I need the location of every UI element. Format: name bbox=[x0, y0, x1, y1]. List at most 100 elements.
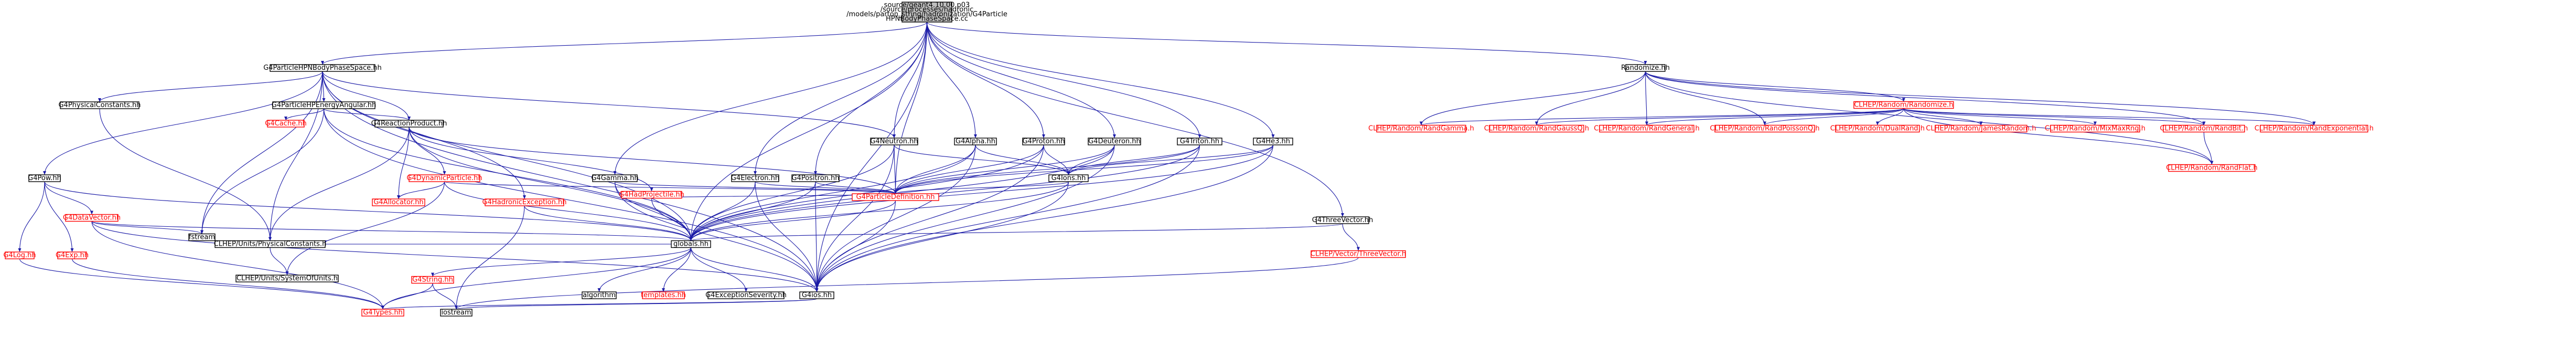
node-algorithm[interactable]: algorithm bbox=[582, 291, 617, 299]
node-box[interactable] bbox=[731, 174, 779, 182]
node-box[interactable] bbox=[1853, 101, 1954, 109]
node-box[interactable] bbox=[642, 291, 685, 299]
node-box[interactable] bbox=[592, 174, 638, 182]
node-jamesrand[interactable]: CLHEP/Random/JamesRandom.h bbox=[1926, 125, 2036, 133]
node-randgaussq[interactable]: CLHEP/Random/RandGaussQ.h bbox=[1484, 125, 1589, 133]
node-box[interactable] bbox=[1048, 174, 1089, 182]
node-g4deuteron[interactable]: G4Deuteron.hh bbox=[1088, 138, 1141, 145]
node-g4string[interactable]: G4String.hh bbox=[411, 276, 454, 284]
node-box[interactable] bbox=[1625, 64, 1666, 72]
node-box[interactable] bbox=[1311, 250, 1406, 258]
node-hadproj[interactable]: G4HadProjectile.hh bbox=[619, 191, 684, 199]
node-g4triton[interactable]: G4Triton.hh bbox=[1177, 138, 1222, 145]
node-g4datavector[interactable]: G4DataVector.hh bbox=[63, 214, 121, 222]
node-reaction[interactable]: G4ReactionProduct.hh bbox=[371, 120, 447, 128]
node-box[interactable] bbox=[1935, 124, 2027, 133]
node-box[interactable] bbox=[1088, 138, 1141, 145]
node-box[interactable] bbox=[235, 275, 339, 282]
node-box[interactable] bbox=[65, 214, 119, 222]
node-dualrand[interactable]: CLHEP/Random/DualRand.h bbox=[1830, 125, 1925, 133]
node-randgeneral[interactable]: CLHEP/Random/RandGeneral.h bbox=[1594, 125, 1700, 133]
node-box[interactable] bbox=[1835, 124, 1920, 133]
node-box[interactable] bbox=[188, 233, 216, 242]
node-box[interactable] bbox=[954, 138, 997, 145]
node-clhep_sysunits[interactable]: CLHEP/Units/SystemOfUnits.h bbox=[235, 275, 339, 282]
node-g4he3[interactable]: G4He3.hh bbox=[1253, 138, 1293, 145]
node-box[interactable] bbox=[272, 101, 375, 109]
node-box[interactable] bbox=[1253, 138, 1293, 145]
node-box[interactable] bbox=[2163, 124, 2245, 133]
node-physconst[interactable]: G4PhysicalConstants.hh bbox=[58, 101, 141, 109]
node-box[interactable] bbox=[267, 120, 305, 128]
node-box[interactable] bbox=[901, 2, 952, 23]
node-iostream[interactable]: iostream bbox=[440, 309, 473, 317]
node-threevector[interactable]: G4ThreeVector.hh bbox=[1312, 216, 1373, 224]
node-box[interactable] bbox=[799, 291, 834, 299]
node-randbit[interactable]: CLHEP/Random/RandBit.h bbox=[2160, 125, 2248, 133]
node-allocator[interactable]: G4Allocator.hh bbox=[372, 198, 425, 206]
node-clhep_threevec[interactable]: CLHEP/Vector/ThreeVector.h bbox=[1311, 250, 1406, 258]
node-box[interactable] bbox=[361, 309, 404, 317]
node-box[interactable] bbox=[60, 101, 139, 109]
node-g4neutron[interactable]: G4Neutron.hh bbox=[870, 138, 918, 145]
node-partdef[interactable]: G4ParticleDefinition.hh bbox=[852, 193, 939, 201]
node-box[interactable] bbox=[621, 191, 682, 199]
node-box[interactable] bbox=[2260, 124, 2368, 133]
node-box[interactable] bbox=[707, 291, 785, 299]
node-box[interactable] bbox=[1022, 138, 1065, 145]
node-box[interactable] bbox=[374, 120, 444, 128]
node-randexp[interactable]: CLHEP/Random/RandExponential.h bbox=[2255, 125, 2374, 133]
node-clhep_random[interactable]: CLHEP/Random/Randomize.h bbox=[1853, 101, 1954, 109]
node-box[interactable] bbox=[485, 198, 564, 206]
node-box[interactable] bbox=[1316, 216, 1369, 224]
node-box[interactable] bbox=[57, 251, 87, 259]
node-box[interactable] bbox=[372, 198, 425, 206]
node-templates[interactable]: templates.hh bbox=[641, 291, 686, 299]
node-globals[interactable]: globals.hh bbox=[671, 240, 711, 248]
node-box[interactable] bbox=[582, 291, 617, 299]
node-randomize[interactable]: Randomize.hh bbox=[1621, 64, 1670, 72]
node-g4alpha[interactable]: G4Alpha.hh bbox=[954, 138, 997, 145]
node-g4ions[interactable]: G4Ions.hh bbox=[1048, 174, 1089, 182]
node-box[interactable] bbox=[440, 309, 473, 317]
node-box[interactable] bbox=[870, 138, 918, 145]
node-g4proton[interactable]: G4Proton.hh bbox=[1022, 138, 1065, 145]
node-box[interactable] bbox=[1376, 124, 1466, 133]
node-box[interactable] bbox=[2050, 124, 2140, 133]
node-box[interactable] bbox=[2168, 164, 2256, 172]
node-randpoissonq[interactable]: CLHEP/Random/RandPoissonQ.h bbox=[1710, 125, 1819, 133]
node-mixmax[interactable]: CLHEP/Random/MixMaxRng.h bbox=[2045, 125, 2145, 133]
node-box[interactable] bbox=[852, 193, 939, 201]
node-energyangular[interactable]: G4ParticleHPEnergyAngular.hh bbox=[272, 101, 376, 109]
node-box[interactable] bbox=[28, 174, 61, 182]
node-g4excsev[interactable]: G4ExceptionSeverity.hh bbox=[705, 291, 787, 299]
node-g4cache[interactable]: G4Cache.hh bbox=[265, 120, 306, 128]
node-root[interactable]: source/geant4.10.00.p03/source/processes… bbox=[846, 1, 1007, 23]
node-g4ios[interactable]: G4ios.hh bbox=[799, 291, 834, 299]
node-box[interactable] bbox=[1489, 124, 1584, 133]
node-phasespace[interactable]: G4ParticleHPNBodyPhaseSpace.hh bbox=[263, 64, 382, 72]
node-randgamma[interactable]: CLHEP/Random/RandGamma.h bbox=[1368, 125, 1474, 133]
node-g4electron[interactable]: G4Electron.hh bbox=[731, 174, 779, 182]
node-g4gamma[interactable]: G4Gamma.hh bbox=[591, 174, 638, 182]
node-box[interactable] bbox=[5, 251, 35, 259]
node-box[interactable] bbox=[671, 240, 711, 248]
node-box[interactable] bbox=[1714, 124, 1815, 133]
node-box[interactable] bbox=[409, 174, 480, 182]
node-box[interactable] bbox=[270, 64, 375, 72]
node-g4hadexc[interactable]: G4HadronicException.hh bbox=[482, 198, 567, 206]
node-g4pow[interactable]: G4Pow.hh bbox=[28, 174, 61, 182]
node-dynparticle[interactable]: G4DynamicParticle.hh bbox=[406, 174, 482, 182]
node-randflat[interactable]: CLHEP/Random/RandFlat.h bbox=[2166, 164, 2257, 172]
node-box[interactable] bbox=[791, 174, 840, 182]
node-box[interactable] bbox=[214, 240, 326, 248]
node-fstream[interactable]: fstream bbox=[188, 233, 216, 242]
node-g4positron[interactable]: G4Positron.hh bbox=[791, 174, 840, 182]
node-box[interactable] bbox=[1177, 138, 1222, 145]
node-g4log[interactable]: G4Log.hh bbox=[3, 251, 36, 259]
node-g4types[interactable]: G4Types.hh bbox=[361, 309, 404, 317]
node-box[interactable] bbox=[411, 276, 454, 284]
node-box[interactable] bbox=[1599, 124, 1694, 133]
node-clhep_physconst[interactable]: CLHEP/Units/PhysicalConstants.h bbox=[214, 240, 327, 248]
node-g4exp[interactable]: G4Exp.hh bbox=[56, 251, 89, 259]
